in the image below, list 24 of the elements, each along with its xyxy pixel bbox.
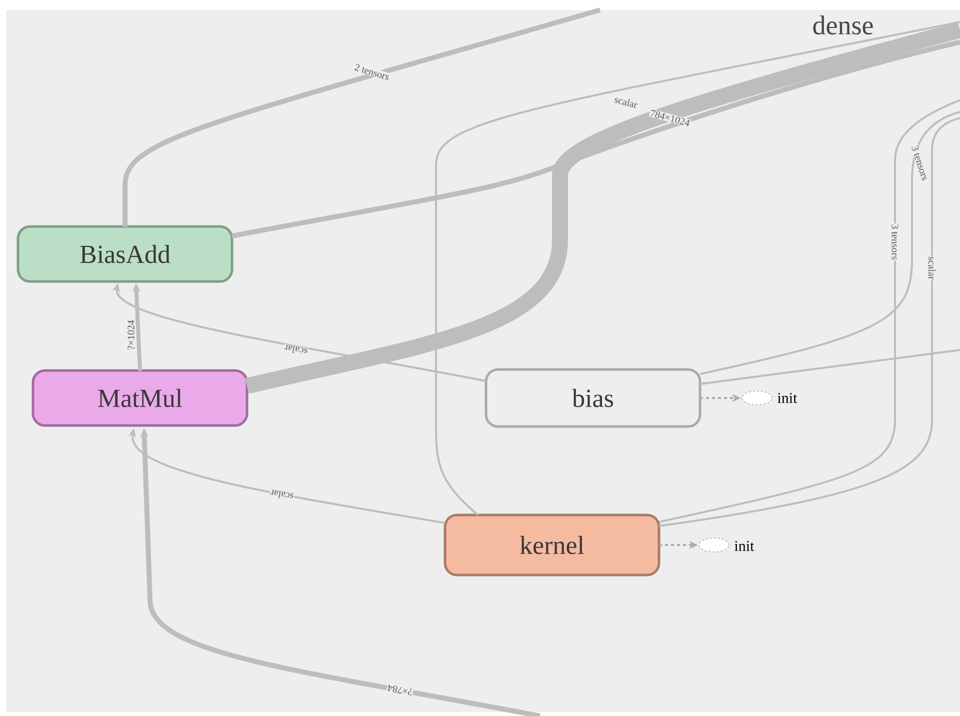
edge-label: 784×1024 bbox=[648, 108, 692, 128]
edge-label: ?×784 bbox=[386, 684, 414, 696]
variable-box: kernel bbox=[444, 514, 660, 576]
connector-line bbox=[700, 349, 960, 385]
node-caption: init bbox=[734, 540, 754, 552]
init-ellipse bbox=[698, 538, 730, 552]
connector-line bbox=[700, 111, 960, 375]
edge-label: 3 tensors bbox=[891, 224, 899, 261]
connector-line bbox=[435, 21, 960, 516]
process-box: MatMul bbox=[32, 369, 248, 427]
edge-label: scalar bbox=[613, 94, 639, 110]
connector-line bbox=[232, 40, 960, 238]
edge-label: ?×1024 bbox=[127, 319, 135, 351]
edge-label: scalar bbox=[269, 488, 295, 502]
variable-box: bias bbox=[484, 368, 702, 428]
edge-label: scalar bbox=[283, 344, 309, 356]
edge-label: 3 tensors bbox=[910, 144, 930, 182]
node-caption: init bbox=[778, 392, 798, 404]
group-title: dense bbox=[813, 16, 873, 34]
init-ellipse bbox=[742, 390, 772, 406]
edge-label: 2 tensors bbox=[353, 62, 391, 82]
connector-line bbox=[245, 22, 960, 394]
connector-line bbox=[122, 8, 601, 227]
process-box: BiasAdd bbox=[16, 225, 234, 283]
